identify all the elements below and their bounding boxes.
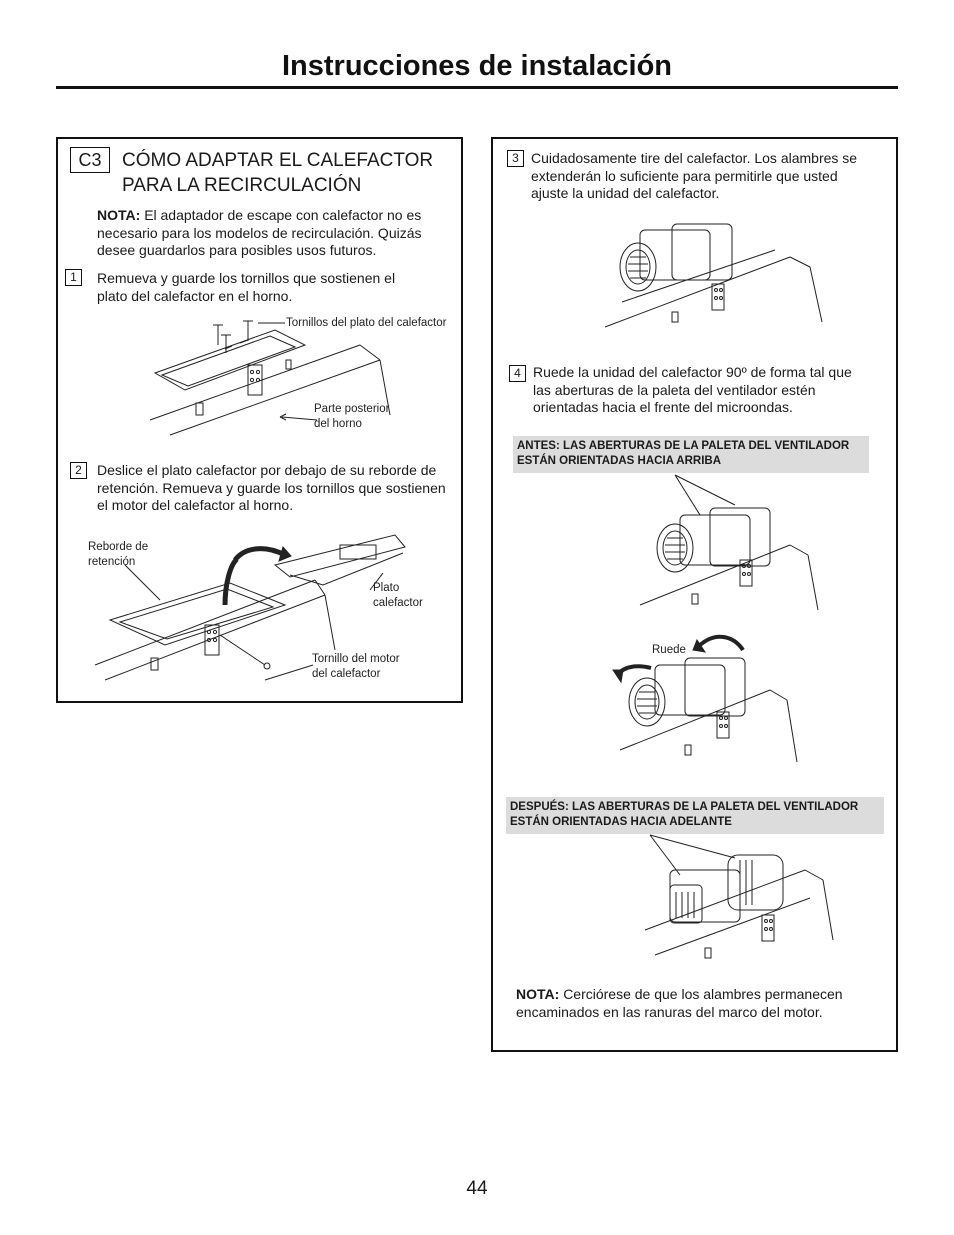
note-label: NOTA: xyxy=(97,207,141,223)
title-rule xyxy=(56,86,898,89)
right-panel xyxy=(491,137,898,1052)
final-note-label: NOTA: xyxy=(516,986,560,1002)
label-plate-screws: Tornillos del plato del calefactor xyxy=(286,317,447,329)
step-text-4: Ruede la unidad del calefactor 90º de fo… xyxy=(533,364,852,415)
final-note: NOTA: Cerciórese de que los alambres per… xyxy=(516,986,876,1021)
step-text-3: Cuidadosamente tire del calefactor. Los … xyxy=(531,150,858,201)
figure-pull-heater xyxy=(600,212,840,337)
section-code: C3 xyxy=(70,147,110,173)
banner-after: DESPUÉS: LAS ABERTURAS DE LA PALETA DEL … xyxy=(506,797,884,834)
left-panel xyxy=(56,137,463,703)
step-number-1: 1 xyxy=(65,269,82,286)
label-heater-plate: Plato calefactor xyxy=(373,582,423,609)
banner-before: ANTES: LAS ABERTURAS DE LA PALETA DEL VE… xyxy=(513,436,869,473)
final-note-text: Cerciórese de que los alambres permanece… xyxy=(516,986,843,1020)
label-retention-lip: Reborde de retención xyxy=(88,541,149,568)
step-text-2: Deslice el plato calefactor por debajo d… xyxy=(97,462,446,513)
label-motor-screw: Tornillo del motor del calefactor xyxy=(312,653,400,680)
page-number: 44 xyxy=(466,1178,488,1199)
note-text: El adaptador de escape con calefactor no… xyxy=(97,207,422,258)
section-title: CÓMO ADAPTAR EL CALEFACTOR PARA LA RECIR… xyxy=(122,150,434,196)
step-number-4: 4 xyxy=(509,365,526,382)
figure-roll xyxy=(605,630,805,775)
section-note: NOTA: El adaptador de escape con calefac… xyxy=(97,207,452,260)
figure-plate-screws xyxy=(130,305,460,445)
figure-slide-plate xyxy=(85,525,445,695)
page-title: Instrucciones de instalación xyxy=(282,50,672,82)
figure-before xyxy=(640,470,840,615)
figure-after xyxy=(640,830,860,975)
step-text-1: Remueva y guarde los tornillos que sosti… xyxy=(97,270,396,304)
label-oven-back: Parte posterior del horno xyxy=(314,403,390,430)
step-number-3: 3 xyxy=(507,150,524,167)
step-number-2: 2 xyxy=(70,462,87,479)
label-roll: Ruede xyxy=(652,644,686,656)
